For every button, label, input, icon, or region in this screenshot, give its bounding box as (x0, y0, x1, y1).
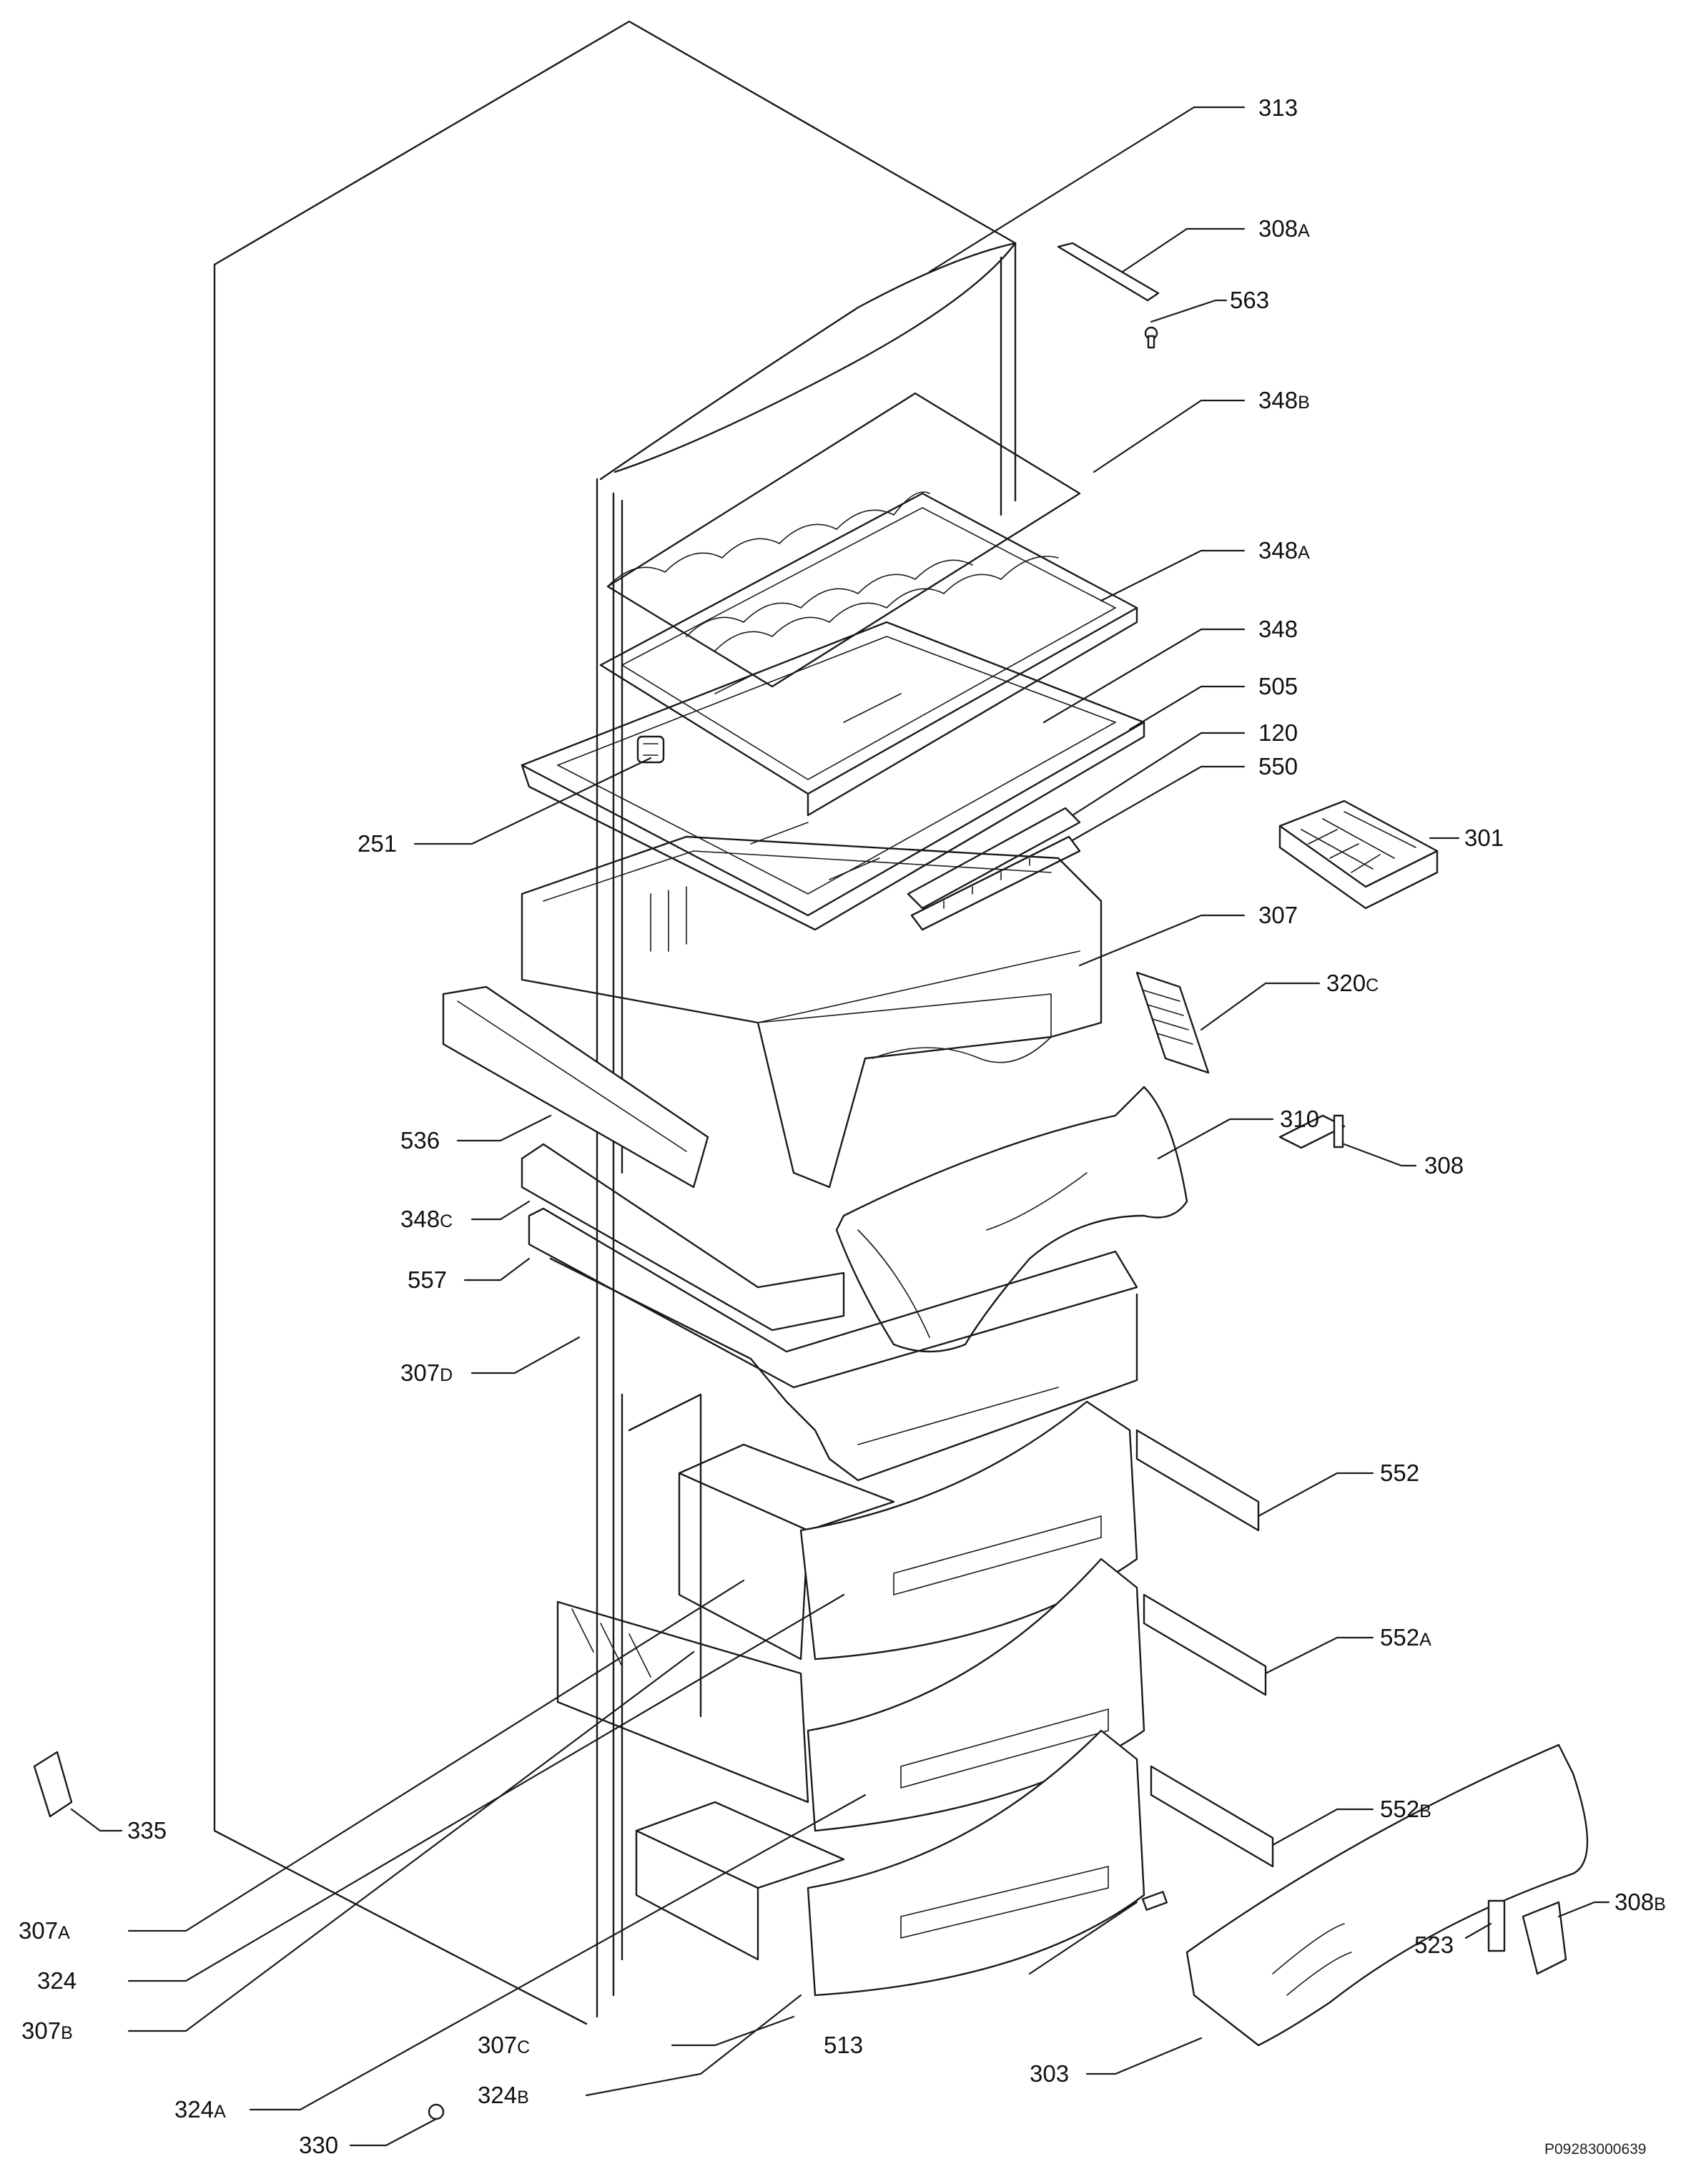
label-330: 330 (299, 2132, 338, 2158)
label-307C: 307C (478, 2032, 530, 2058)
part-labels: 313 308A 563 348B 348A 348 505 120 550 3… (19, 94, 1666, 2158)
label-324A: 324A (174, 2096, 226, 2122)
label-307: 307 (1258, 902, 1298, 928)
leader-lines (70, 106, 1610, 2147)
label-550: 550 (1258, 753, 1298, 779)
drawer-runners (1135, 1429, 1274, 1868)
label-324: 324 (37, 1967, 77, 1994)
label-324B: 324B (478, 2082, 529, 2108)
label-251: 251 (358, 830, 397, 857)
label-335: 335 (127, 1817, 167, 1844)
label-120: 120 (1258, 719, 1298, 746)
shelf-clip (636, 735, 665, 764)
label-307D: 307D (400, 1359, 453, 1386)
label-505: 505 (1258, 673, 1298, 699)
drawer-upper (678, 1400, 1138, 1661)
label-303: 303 (1030, 2060, 1069, 2087)
ice-cube-tray (1278, 800, 1439, 910)
label-308: 308 (1424, 1152, 1464, 1179)
kick-plate (1185, 1743, 1589, 2047)
label-308A: 308A (1258, 215, 1310, 242)
bin-divider-plate (442, 985, 709, 1189)
hinge-bracket (1278, 1114, 1346, 1149)
vent-grille (1135, 971, 1210, 1074)
freezer-flap (835, 1086, 1188, 1353)
label-307B: 307B (21, 2017, 73, 2044)
label-313: 313 (1258, 94, 1298, 121)
label-301: 301 (1464, 825, 1504, 851)
label-552: 552 (1380, 1460, 1419, 1486)
label-307A: 307A (19, 1917, 70, 1944)
freezer-bin (521, 835, 1103, 1189)
lower-tray (521, 1143, 1138, 1482)
label-557: 557 (408, 1266, 447, 1293)
label-320C: 320C (1326, 970, 1379, 996)
wine-rack (606, 392, 1081, 688)
label-536: 536 (400, 1127, 440, 1154)
label-348A: 348A (1258, 537, 1310, 564)
label-552A: 552A (1380, 1624, 1431, 1651)
label-563: 563 (1230, 287, 1269, 313)
shelf-frame (521, 621, 1145, 931)
label-310: 310 (1280, 1106, 1319, 1132)
label-523: 523 (1414, 1932, 1454, 1958)
label-348C: 348C (400, 1206, 453, 1232)
drawer-lower (635, 1729, 1145, 1997)
label-308B: 308B (1614, 1889, 1666, 1915)
label-348: 348 (1258, 616, 1298, 642)
label-552B: 552B (1380, 1796, 1431, 1822)
small-parts (33, 242, 1567, 2120)
divider-strip (907, 807, 1081, 931)
label-348B: 348B (1258, 387, 1310, 413)
glass-shelf (599, 492, 1138, 817)
document-code: P09283000639 (1544, 2141, 1646, 2158)
label-513: 513 (824, 2032, 863, 2058)
